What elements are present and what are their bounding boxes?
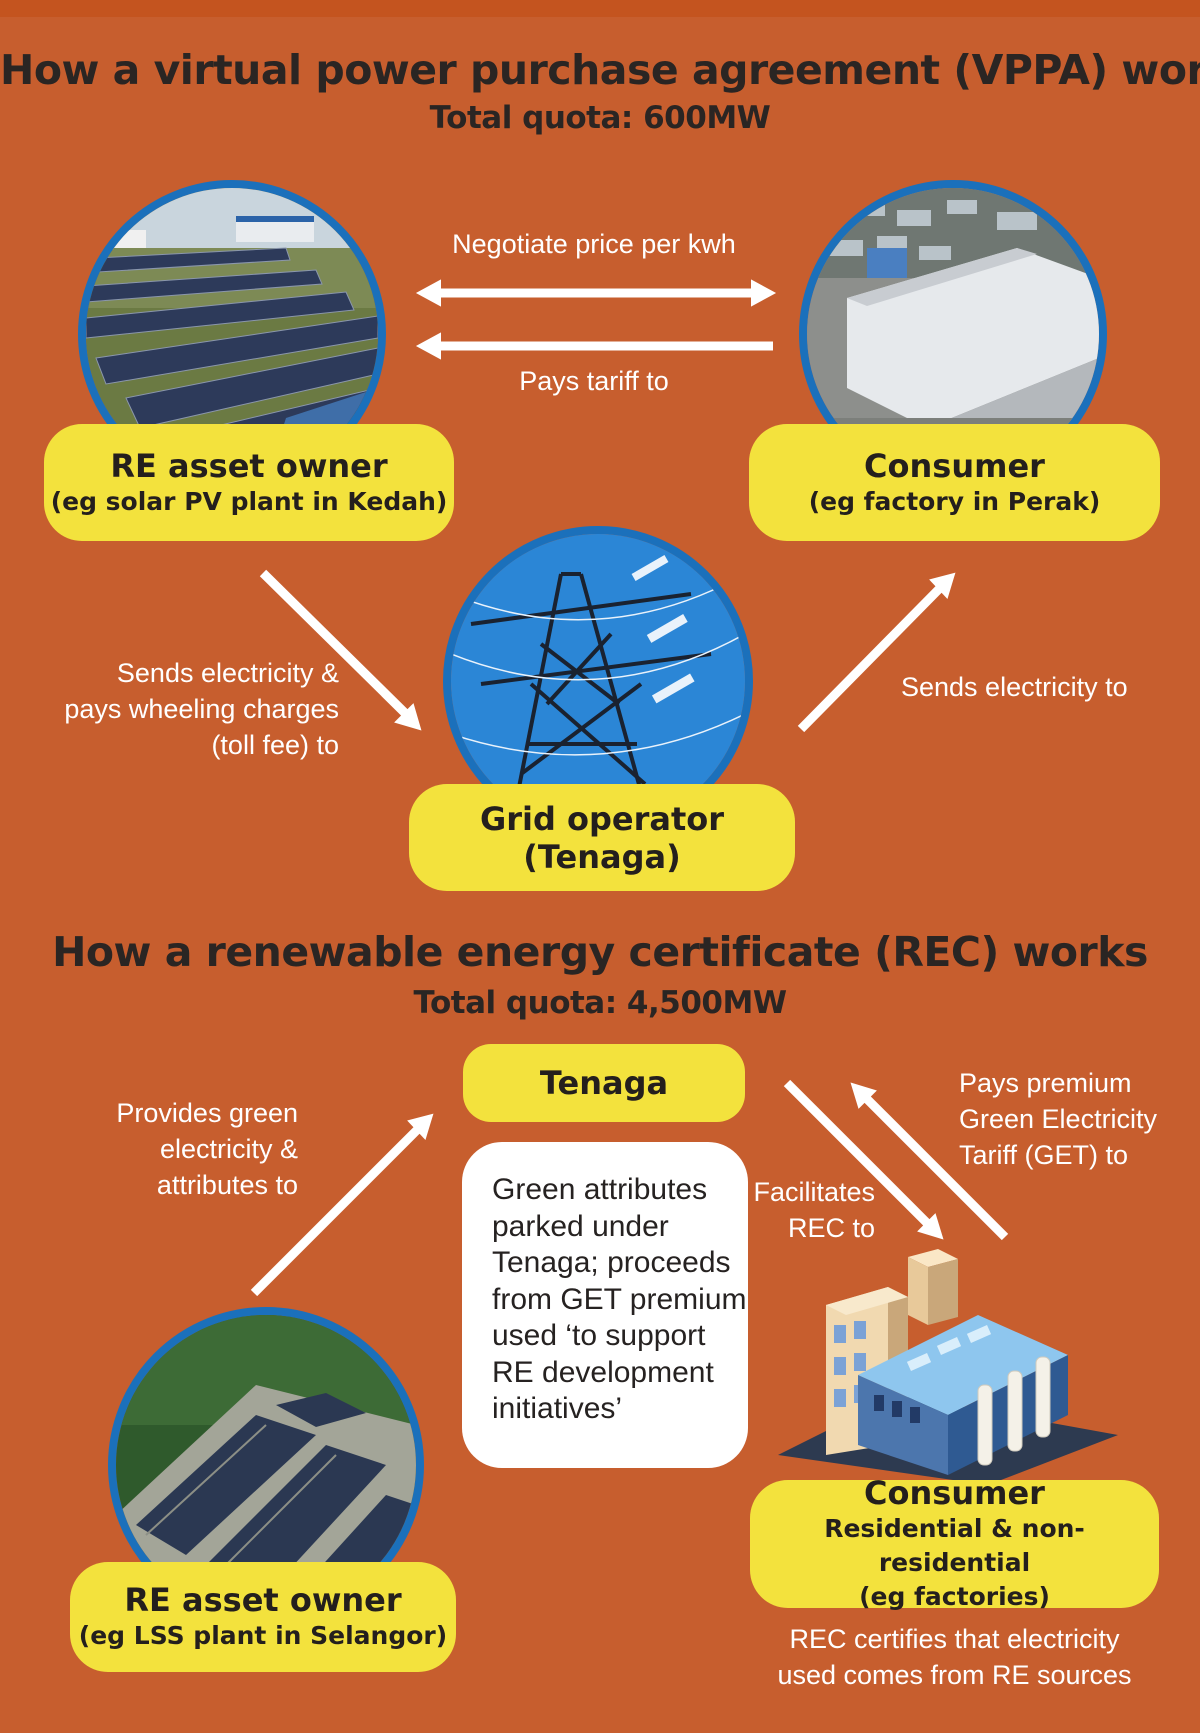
rec-consumer-subtitle1: Residential & non-residential <box>824 1514 1085 1577</box>
grid-operator-title: Grid operator <box>479 799 725 838</box>
pays-tariff-label: Pays tariff to <box>519 366 669 396</box>
green-attributes-text: Green attributes parked under Tenaga; pr… <box>492 1173 747 1425</box>
provides-label: Provides green electricity & attributes … <box>90 1095 298 1203</box>
provides-label-line1: Provides green <box>116 1098 298 1128</box>
vppa-title: How a virtual power purchase agreement (… <box>0 46 1200 94</box>
rec-title: How a renewable energy certificate (REC)… <box>52 928 1148 976</box>
solar-plant-photo <box>78 180 386 488</box>
vppa-consumer-subtitle: (eg factory in Perak) <box>808 486 1101 516</box>
pays-premium-line3: Tariff (GET) to <box>959 1140 1129 1170</box>
pays-premium-label: Pays premium Green Electricity Tariff (G… <box>959 1065 1157 1173</box>
rec-owner-title: RE asset owner <box>124 1581 402 1619</box>
rec-consumer-subtitle2: (eg factories) <box>859 1582 1050 1611</box>
negotiate-label: Negotiate price per kwh <box>452 229 736 259</box>
rec-consumer-box: Consumer Residential & non-residential (… <box>750 1474 1159 1611</box>
factory-illustration <box>778 1249 1118 1485</box>
vppa-quota: Total quota: 600MW <box>429 100 771 136</box>
vppa-owner-box: RE asset owner (eg solar PV plant in Ked… <box>44 424 454 541</box>
facilitates-line1: Facilitates <box>753 1177 875 1207</box>
provides-label-line3: attributes to <box>156 1170 298 1200</box>
certifies-label: REC certifies that electricity used come… <box>752 1621 1157 1693</box>
rec-consumer-title: Consumer <box>864 1474 1045 1512</box>
vppa-consumer-box: Consumer (eg factory in Perak) <box>749 424 1160 541</box>
vppa-consumer-title: Consumer <box>864 446 1045 485</box>
pays-tariff-arrow <box>415 332 773 360</box>
pays-premium-line1: Pays premium <box>959 1068 1132 1098</box>
facilitates-line2: REC to <box>787 1213 875 1243</box>
grid-operator-subtitle: (Tenaga) <box>523 837 681 876</box>
owner-to-grid-arrow <box>259 569 422 731</box>
provides-label-line2: electricity & <box>159 1134 298 1164</box>
certifies-line2: used comes from RE sources <box>777 1660 1132 1690</box>
top-bar <box>0 0 1200 17</box>
wheeling-label: Sends electricity & pays wheeling charge… <box>50 655 339 763</box>
green-attributes-note: Green attributes parked under Tenaga; pr… <box>462 1142 748 1468</box>
tenaga-to-consumer-arrow <box>783 1079 944 1240</box>
wheeling-label-line1: Sends electricity & <box>116 658 339 688</box>
consumer-to-tenaga-arrow <box>850 1082 1009 1241</box>
owner-to-tenaga-arrow <box>250 1113 434 1297</box>
grid-to-consumer-arrow <box>797 572 956 733</box>
pays-premium-line2: Green Electricity <box>959 1104 1158 1134</box>
wheeling-label-line3: (toll fee) to <box>211 730 339 760</box>
wheeling-label-line2: pays wheeling charges <box>64 694 339 724</box>
transmission-tower-photo <box>443 526 753 836</box>
facilitates-label: Facilitates REC to <box>740 1174 875 1246</box>
rec-owner-box: RE asset owner (eg LSS plant in Selangor… <box>70 1562 456 1672</box>
negotiate-double-arrow <box>415 279 777 307</box>
tenaga-box: Tenaga <box>463 1044 745 1122</box>
rec-owner-subtitle: (eg LSS plant in Selangor) <box>78 1621 448 1650</box>
vppa-owner-subtitle: (eg solar PV plant in Kedah) <box>50 486 448 516</box>
vppa-owner-title: RE asset owner <box>110 446 388 485</box>
certifies-line1: REC certifies that electricity <box>789 1624 1120 1654</box>
sends-to-label: Sends electricity to <box>901 672 1128 702</box>
tenaga-title: Tenaga <box>539 1064 669 1102</box>
rec-quota: Total quota: 4,500MW <box>413 985 787 1021</box>
grid-operator-box: Grid operator (Tenaga) <box>409 784 795 891</box>
